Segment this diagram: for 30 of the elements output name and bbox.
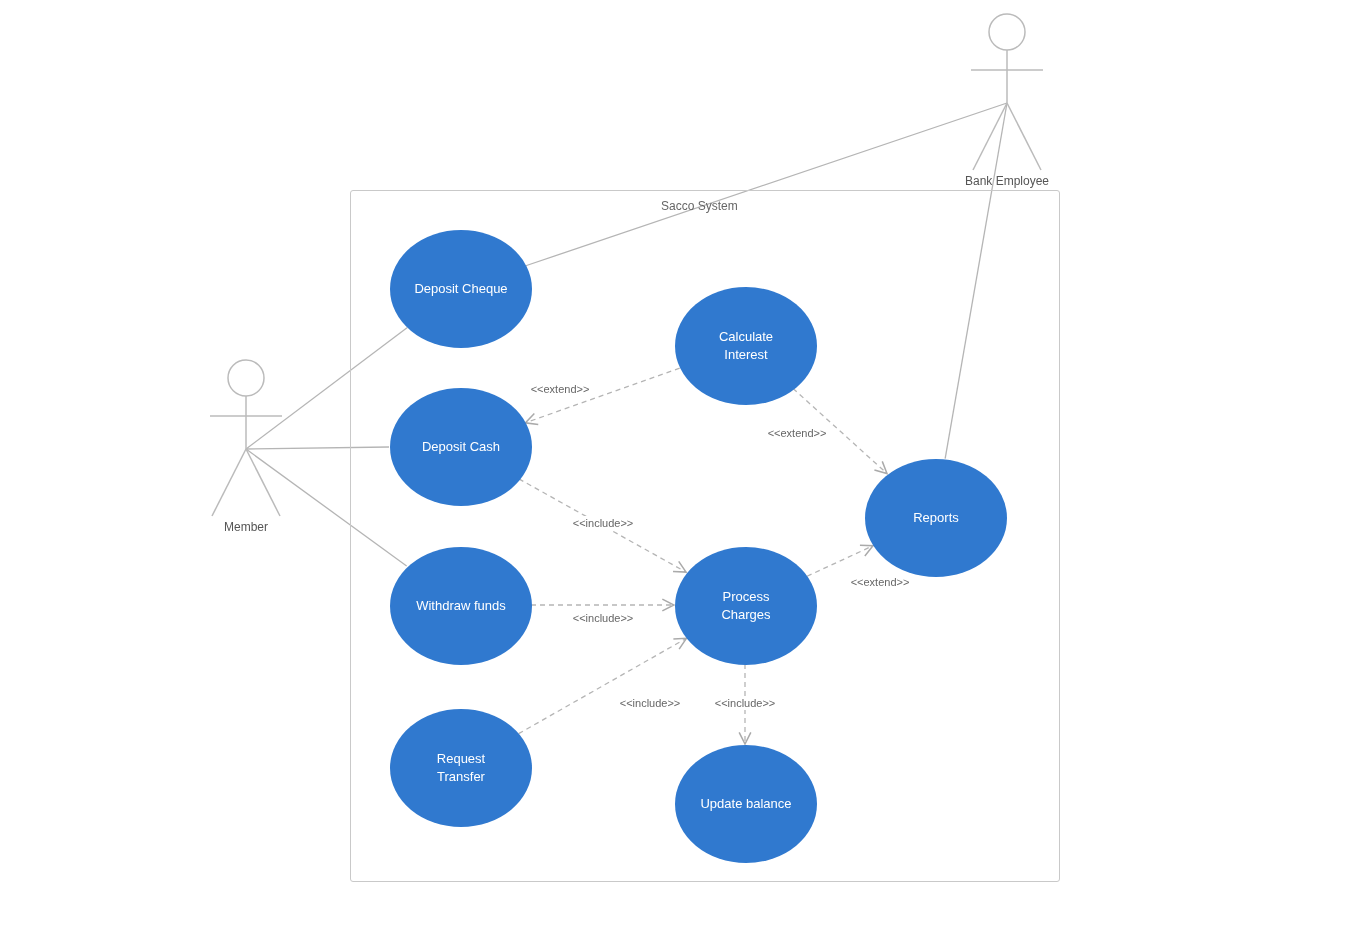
- actor-name: Bank Employee: [963, 174, 1050, 188]
- dependency-arrow: [792, 387, 888, 475]
- edge-label: <<include>>: [712, 696, 778, 710]
- edge-label: <<include>>: [570, 516, 636, 530]
- edge-label: <<extend>>: [528, 382, 592, 396]
- association-line: [245, 446, 390, 450]
- edge-label: <<extend>>: [848, 575, 912, 589]
- dependency-arrow: [738, 663, 752, 745]
- dependency-arrow: [524, 367, 681, 426]
- use-case-ellipse: Deposit Cash: [390, 388, 532, 506]
- use-case-ellipse: Calculate Interest: [675, 287, 817, 405]
- dependency-arrow: [530, 598, 675, 612]
- association-line: [525, 102, 1008, 267]
- edge-label: <<include>>: [617, 696, 683, 710]
- edge-label: <<include>>: [570, 611, 636, 625]
- dependency-arrow: [517, 637, 688, 735]
- use-case-ellipse: Deposit Cheque: [390, 230, 532, 348]
- actor-name: Member: [223, 520, 269, 534]
- dependency-arrow: [518, 478, 687, 573]
- use-case-ellipse: Request Transfer: [390, 709, 532, 827]
- system-title: Sacco System: [661, 199, 738, 213]
- association-line: [245, 326, 408, 450]
- use-case-ellipse: Process Charges: [675, 547, 817, 665]
- use-case-ellipse: Reports: [865, 459, 1007, 577]
- use-case-ellipse: Update balance: [675, 745, 817, 863]
- use-case-ellipse: Withdraw funds: [390, 547, 532, 665]
- dependency-arrow: [806, 544, 874, 577]
- edge-label: <<extend>>: [765, 426, 829, 440]
- system-boundary: [350, 190, 1060, 882]
- association-line: [245, 448, 408, 567]
